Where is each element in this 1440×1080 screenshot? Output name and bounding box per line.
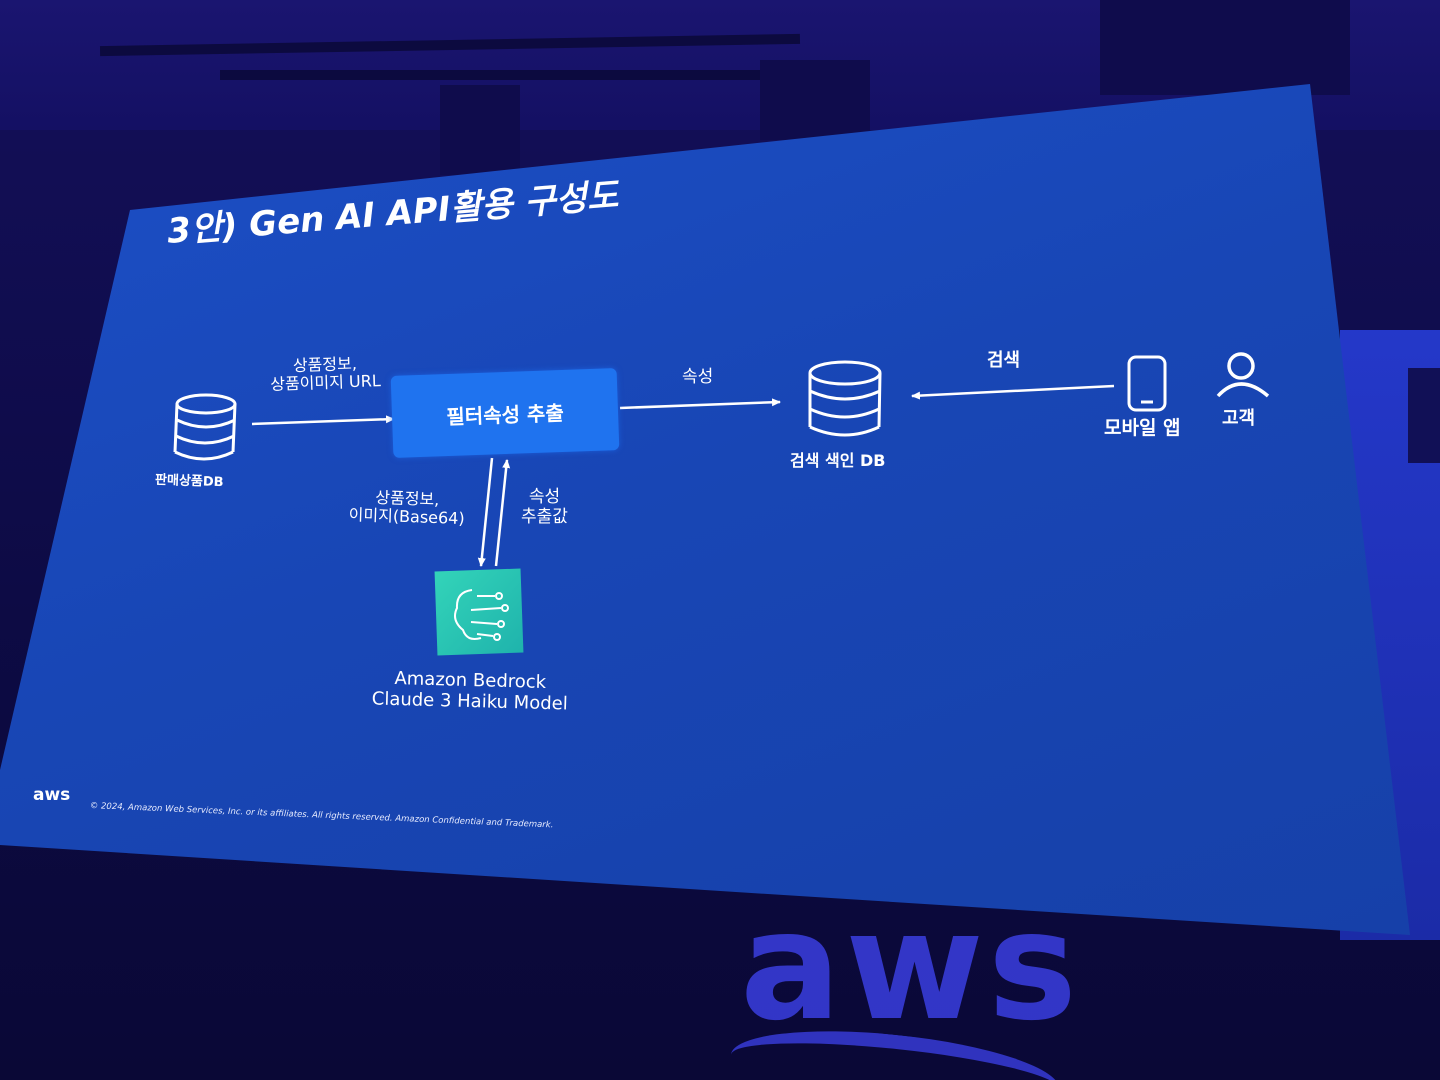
edge-label-filter-to-index: 속성 (682, 367, 714, 387)
edge-label-filter-to-bedrock: 상품정보, 이미지(Base64) (348, 487, 465, 529)
wall-panel (760, 60, 870, 140)
arrow-filter-to-bedrock (477, 457, 494, 567)
search-index-db-label: 검색 색인 DB (790, 451, 886, 470)
wall-panel (440, 85, 520, 175)
sales-db-label: 판매상품DB (154, 472, 224, 491)
aws-backdrop-logo: aws (740, 880, 1082, 1054)
bedrock-label: Amazon Bedrock Claude 3 Haiku Model (371, 668, 569, 715)
edge-label-bedrock-to-filter: 속성 추출값 (521, 487, 568, 527)
mobile-phone-icon (1127, 355, 1167, 412)
ceiling-beam (220, 70, 870, 80)
customer-person-icon (1216, 352, 1270, 398)
arrow-bedrock-to-filter (494, 459, 511, 567)
mobile-app-label: 모바일 앱 (1104, 417, 1181, 439)
side-panel-strip (1408, 368, 1440, 463)
edge-label-app-to-index: 검색 (987, 350, 1021, 371)
edge-label-db-to-filter: 상품정보, 상품이미지 URL (269, 353, 382, 395)
sales-db-icon (173, 393, 237, 461)
arrow-db-to-filter (251, 415, 395, 426)
arrow-filter-to-index (619, 398, 781, 410)
wall-panel (1100, 0, 1350, 95)
customer-label: 고객 (1222, 408, 1256, 429)
aws-footer-logo: aws (33, 785, 71, 805)
arrow-app-to-index (911, 384, 1115, 400)
search-index-db-icon (808, 360, 882, 437)
